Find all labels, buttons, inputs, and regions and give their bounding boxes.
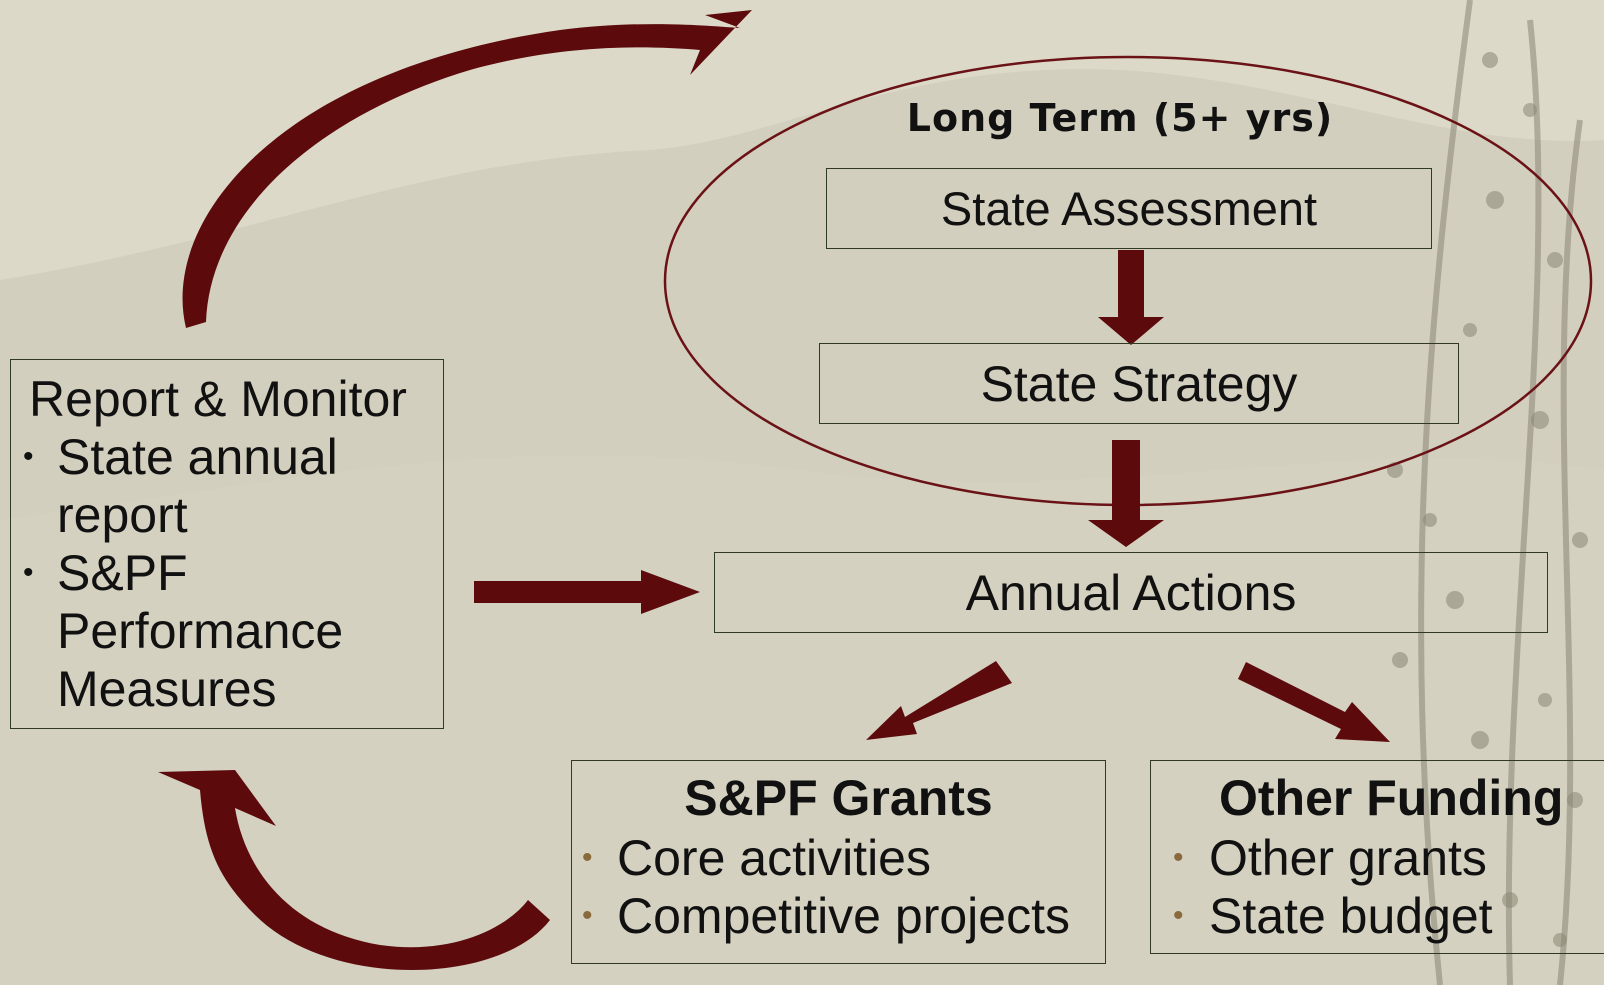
annual-actions-box: Annual Actions (714, 552, 1548, 633)
report-monitor-box: Report & Monitor • State annual report •… (10, 359, 444, 729)
state-strategy-label: State Strategy (980, 355, 1298, 412)
list-item: • Core activities (572, 829, 1070, 887)
list-item-label: Competitive projects (617, 888, 1070, 944)
bullet-icon: • (582, 841, 593, 874)
list-item: • S&PF Performance Measures (11, 544, 431, 718)
arrow-report-to-top-curve (182, 10, 752, 328)
list-item-label: Core activities (617, 830, 931, 886)
spf-grants-box: S&PF Grants • Core activities • Competit… (571, 760, 1106, 964)
list-item-line: Measures (57, 661, 277, 717)
spf-grants-list: • Core activities • Competitive projects (572, 829, 1070, 945)
list-item: • State annual report (11, 428, 431, 544)
bullet-icon: • (23, 556, 34, 589)
arrow-strategy-to-annual (1088, 440, 1164, 547)
state-assessment-label: State Assessment (940, 182, 1318, 235)
list-item-line: report (57, 487, 188, 543)
arrow-annual-to-other (1238, 662, 1390, 742)
arrow-annual-to-grants (866, 661, 1012, 740)
state-assessment-box: State Assessment (826, 168, 1432, 249)
other-funding-list: • Other grants • State budget (1151, 829, 1493, 945)
bullet-icon: • (582, 899, 593, 932)
arrow-assessment-to-strategy (1098, 250, 1164, 345)
long-term-label: Long Term (5+ yrs) (906, 96, 1334, 140)
other-funding-title: Other Funding (1219, 770, 1564, 826)
list-item: • Competitive projects (572, 887, 1070, 945)
bullet-icon: • (1173, 841, 1184, 874)
state-strategy-box: State Strategy (819, 343, 1459, 424)
other-funding-box: Other Funding • Other grants • State bud… (1150, 760, 1604, 954)
bullet-icon: • (23, 440, 34, 473)
list-item-line: Performance (57, 603, 344, 659)
list-item-line: S&PF (57, 545, 188, 601)
bullet-icon: • (1173, 899, 1184, 932)
report-monitor-title: Report & Monitor (29, 371, 407, 427)
list-item-label: State budget (1209, 888, 1493, 944)
report-monitor-list: • State annual report • S&PF Performance… (11, 428, 431, 718)
list-item-line: State annual (57, 429, 338, 485)
spf-grants-title: S&PF Grants (684, 770, 993, 826)
annual-actions-label: Annual Actions (965, 564, 1297, 621)
list-item: • Other grants (1151, 829, 1493, 887)
arrow-report-to-annual (474, 570, 700, 614)
list-item: • State budget (1151, 887, 1493, 945)
arrow-grants-to-report-curve (158, 770, 550, 970)
list-item-label: Other grants (1209, 830, 1487, 886)
